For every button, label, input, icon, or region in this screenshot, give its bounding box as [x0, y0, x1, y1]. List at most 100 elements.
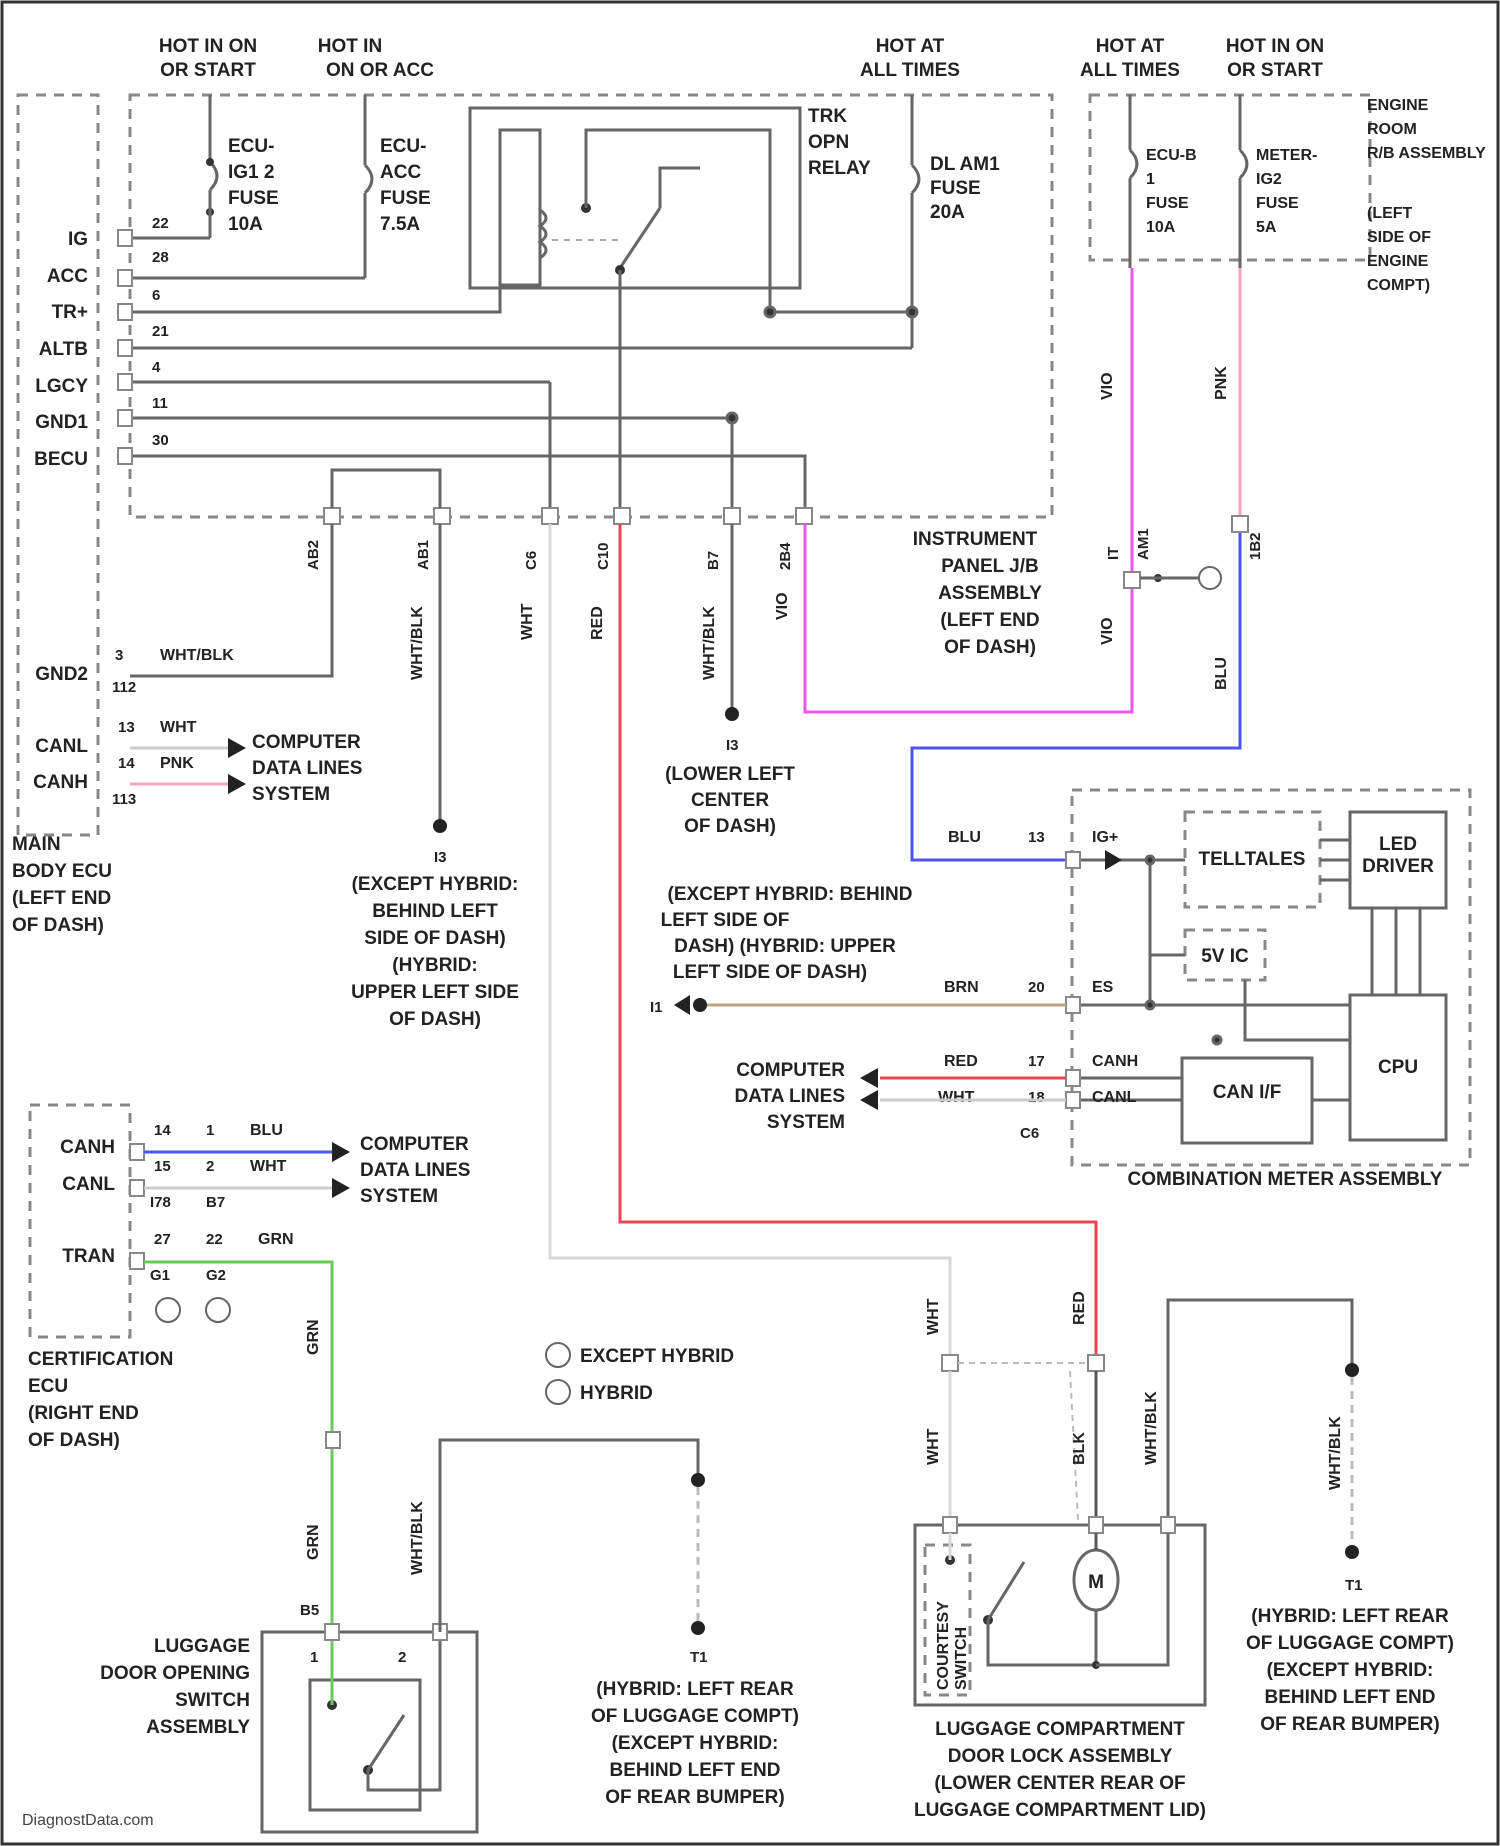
svg-text:2: 2 [398, 1649, 406, 1666]
svg-text:5V IC: 5V IC [1201, 946, 1249, 967]
svg-text:(EXCEPT HYBRID:: (EXCEPT HYBRID: [612, 1733, 779, 1754]
svg-text:CENTER: CENTER [691, 790, 769, 811]
svg-text:10A: 10A [1146, 219, 1176, 236]
svg-text:FUSE: FUSE [1256, 195, 1299, 212]
svg-text:22: 22 [206, 1231, 223, 1248]
svg-text:COMPUTER: COMPUTER [736, 1060, 845, 1081]
supply-hot-run-start-2a: HOT IN ON [1226, 36, 1324, 57]
svg-text:LEFT SIDE OF: LEFT SIDE OF [661, 910, 790, 931]
ground-rear-right-icon [1345, 1545, 1359, 1559]
svg-text:WHT: WHT [925, 1428, 942, 1465]
svg-text:C6: C6 [523, 551, 540, 570]
ground-icon [1345, 1363, 1359, 1377]
supply-hot-acc-a: HOT IN [318, 36, 382, 57]
svg-text:OF REAR BUMPER): OF REAR BUMPER) [605, 1787, 784, 1808]
relay-label-2: OPN [808, 132, 849, 153]
svg-text:BEHIND LEFT END: BEHIND LEFT END [610, 1760, 781, 1781]
svg-text:ECU-B: ECU-B [1146, 147, 1197, 164]
svg-text:BECU: BECU [34, 449, 88, 470]
svg-text:IG+: IG+ [1092, 829, 1118, 846]
svg-text:C6: C6 [1020, 1125, 1039, 1142]
svg-text:14: 14 [154, 1122, 171, 1139]
svg-text:AM1: AM1 [1135, 528, 1152, 560]
supply-hot-all-2a: HOT AT [1096, 36, 1165, 57]
wire-color-2b4: VIO [774, 592, 791, 620]
svg-text:WHT: WHT [938, 1089, 975, 1106]
svg-text:OF DASH): OF DASH) [944, 637, 1036, 658]
svg-text:ECU: ECU [28, 1376, 68, 1397]
svg-text:ECU-: ECU- [228, 136, 274, 157]
svg-text:22: 22 [152, 215, 169, 232]
svg-text:HYBRID: HYBRID [580, 1383, 653, 1404]
svg-text:FUSE: FUSE [1146, 195, 1189, 212]
svg-text:T1: T1 [1345, 1577, 1363, 1594]
svg-text:BEHIND LEFT END: BEHIND LEFT END [1265, 1687, 1436, 1708]
svg-text:CERTIFICATION: CERTIFICATION [28, 1349, 173, 1370]
svg-text:ACC: ACC [380, 162, 421, 183]
svg-text:G1: G1 [150, 1267, 170, 1284]
svg-text:T1: T1 [690, 1649, 708, 1666]
svg-text:SYSTEM: SYSTEM [360, 1186, 438, 1207]
svg-text:CANH: CANH [33, 772, 88, 793]
svg-text:5A: 5A [1256, 219, 1277, 236]
wire-color-b7: WHT/BLK [701, 606, 718, 680]
svg-text:6: 6 [152, 287, 160, 304]
svg-text:WHT: WHT [925, 1298, 942, 1335]
svg-text:(LEFT END: (LEFT END [12, 888, 111, 909]
svg-text:I3: I3 [434, 849, 447, 866]
svg-text:IG1 2: IG1 2 [228, 162, 274, 183]
svg-text:WHT: WHT [250, 1158, 287, 1175]
svg-text:LUGGAGE: LUGGAGE [154, 1636, 250, 1657]
svg-text:1: 1 [1146, 171, 1155, 188]
svg-text:METER-: METER- [1256, 147, 1317, 164]
svg-text:LEFT SIDE OF DASH): LEFT SIDE OF DASH) [673, 962, 867, 983]
svg-text:VIO: VIO [1099, 617, 1116, 645]
svg-text:M: M [1088, 1572, 1104, 1593]
svg-text:SIDE OF: SIDE OF [1367, 229, 1431, 246]
svg-text:INSTRUMENT: INSTRUMENT [913, 529, 1038, 550]
svg-text:SIDE OF DASH): SIDE OF DASH) [364, 928, 505, 949]
svg-text:CANL: CANL [35, 736, 88, 757]
svg-text:IG2: IG2 [1256, 171, 1282, 188]
supply-hot-run-start-2b: OR START [1227, 60, 1323, 81]
supply-hot-all-1b: ALL TIMES [860, 60, 960, 81]
svg-text:WHT/BLK: WHT/BLK [1327, 1416, 1344, 1490]
svg-text:WHT: WHT [160, 719, 197, 736]
supply-hot-acc-b: ON OR ACC [326, 60, 434, 81]
svg-text:UPPER LEFT SIDE: UPPER LEFT SIDE [351, 982, 519, 1003]
svg-text:ALTB: ALTB [39, 339, 88, 360]
svg-text:(EXCEPT HYBRID: BEHIND: (EXCEPT HYBRID: BEHIND [668, 884, 913, 905]
svg-text:EXCEPT HYBRID: EXCEPT HYBRID [580, 1346, 734, 1367]
svg-text:OF LUGGAGE COMPT): OF LUGGAGE COMPT) [591, 1706, 799, 1727]
ground-rear-left-icon [691, 1621, 705, 1635]
svg-text:13: 13 [1028, 829, 1045, 846]
svg-text:AB2: AB2 [305, 540, 322, 570]
supply-hot-all-1a: HOT AT [876, 36, 945, 57]
svg-text:1: 1 [206, 1122, 214, 1139]
svg-text:OF DASH): OF DASH) [12, 915, 104, 936]
svg-text:(EXCEPT HYBRID:: (EXCEPT HYBRID: [352, 874, 519, 895]
svg-text:B7: B7 [705, 551, 722, 570]
svg-text:B7: B7 [206, 1194, 225, 1211]
svg-text:ASSEMBLY: ASSEMBLY [938, 583, 1042, 604]
svg-text:SYSTEM: SYSTEM [252, 784, 330, 805]
svg-text:DASH) (HYBRID: UPPER: DASH) (HYBRID: UPPER [674, 936, 896, 957]
svg-text:DATA LINES: DATA LINES [252, 758, 362, 779]
svg-text:I78: I78 [150, 1194, 171, 1211]
svg-text:IT: IT [1105, 547, 1122, 560]
svg-text:COMPUTER: COMPUTER [360, 1134, 469, 1155]
svg-text:(HYBRID: LEFT REAR: (HYBRID: LEFT REAR [1251, 1606, 1449, 1627]
svg-text:CPU: CPU [1378, 1057, 1418, 1078]
svg-text:PANEL J/B: PANEL J/B [941, 556, 1039, 577]
svg-text:I3: I3 [726, 737, 739, 754]
svg-text:7.5A: 7.5A [380, 214, 420, 235]
svg-text:C10: C10 [595, 542, 612, 570]
svg-text:I1: I1 [650, 999, 663, 1016]
svg-text:COMBINATION METER ASSEMBLY: COMBINATION METER ASSEMBLY [1128, 1169, 1443, 1190]
svg-text:BEHIND LEFT: BEHIND LEFT [372, 901, 498, 922]
svg-text:CAN I/F: CAN I/F [1213, 1082, 1282, 1103]
svg-text:17: 17 [1028, 1053, 1045, 1070]
svg-text:ECU-: ECU- [380, 136, 426, 157]
svg-text:CANH: CANH [1092, 1053, 1138, 1070]
svg-text:CANL: CANL [62, 1174, 115, 1195]
